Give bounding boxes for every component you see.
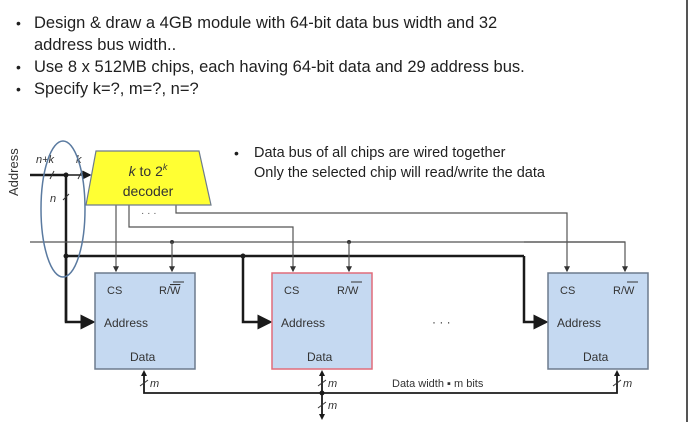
cs-line-3: [175, 205, 570, 273]
bus-slash: [62, 193, 70, 201]
chip-cs-label: CS: [560, 285, 575, 297]
notes: Data bus of all chips are wired together…: [232, 143, 545, 183]
address-to-chip-3: [522, 256, 549, 330]
n-label: n: [50, 193, 56, 205]
task-bullets: Design & draw a 4GB module with 64-bit d…: [14, 12, 525, 100]
chip-data-label: Data: [307, 350, 333, 364]
slide-border: [686, 0, 688, 422]
chip-cs-label: CS: [107, 285, 122, 297]
arrow-up: [141, 370, 147, 376]
chip-rw-label: R/W: [337, 285, 359, 297]
n-plus-k-label: n+k: [36, 154, 55, 166]
data-width-label: Data width ▪ m bits: [392, 378, 484, 390]
arrow-down: [319, 414, 325, 420]
rw-to-chip-3: [600, 241, 628, 273]
m-label-chip-3: m: [623, 378, 632, 390]
address-split-ellipse: [40, 140, 86, 278]
chip-address-label: Address: [104, 316, 148, 330]
memory-chip-2-selected: CS R/W Address Data: [271, 272, 373, 370]
chip-rw-label: R/W: [159, 285, 181, 297]
chips-ellipsis: · · ·: [432, 315, 451, 329]
arrow-up: [319, 370, 325, 376]
task-bullet-3: Specify k=?, m=?, n=?: [14, 78, 525, 100]
decoder-output-ellipsis: · · ·: [141, 208, 157, 219]
chip-data-label: Data: [583, 350, 609, 364]
address-to-chip-2: [241, 256, 273, 330]
decoder-label-line1: k to 2k: [129, 162, 168, 179]
note-1: Data bus of all chips are wired together: [232, 143, 545, 163]
address-to-chip-1: [64, 256, 96, 330]
decoder-label-line2: decoder: [123, 183, 174, 199]
task-bullet-2: Use 8 x 512MB chips, each having 64-bit …: [14, 56, 525, 78]
arrow-up: [614, 370, 620, 376]
chip-cs-label: CS: [284, 285, 299, 297]
m-label-chip-2: m: [328, 378, 337, 390]
m-label-data-out: m: [328, 400, 337, 412]
bus-slash: [49, 170, 55, 180]
chip-rw-label: R/W: [613, 285, 635, 297]
chip-data-label: Data: [130, 350, 156, 364]
junction-dot: [319, 390, 325, 396]
memory-chip-1: CS R/W Address Data: [94, 272, 196, 370]
note-2: Only the selected chip will read/write t…: [254, 165, 545, 181]
memory-chip-3: CS R/W Address Data: [547, 272, 649, 370]
task-bullet-1-cont: address bus width..: [34, 36, 177, 54]
data-bus: [143, 372, 618, 394]
task-bullet-1: Design & draw a 4GB module with 64-bit d…: [14, 12, 525, 34]
chip-address-label: Address: [557, 316, 601, 330]
chip-address-label: Address: [281, 316, 325, 330]
decoder: [85, 150, 212, 206]
m-label-chip-1: m: [150, 378, 159, 390]
address-axis-label: Address: [6, 148, 21, 196]
cs-line-2: [128, 205, 296, 273]
